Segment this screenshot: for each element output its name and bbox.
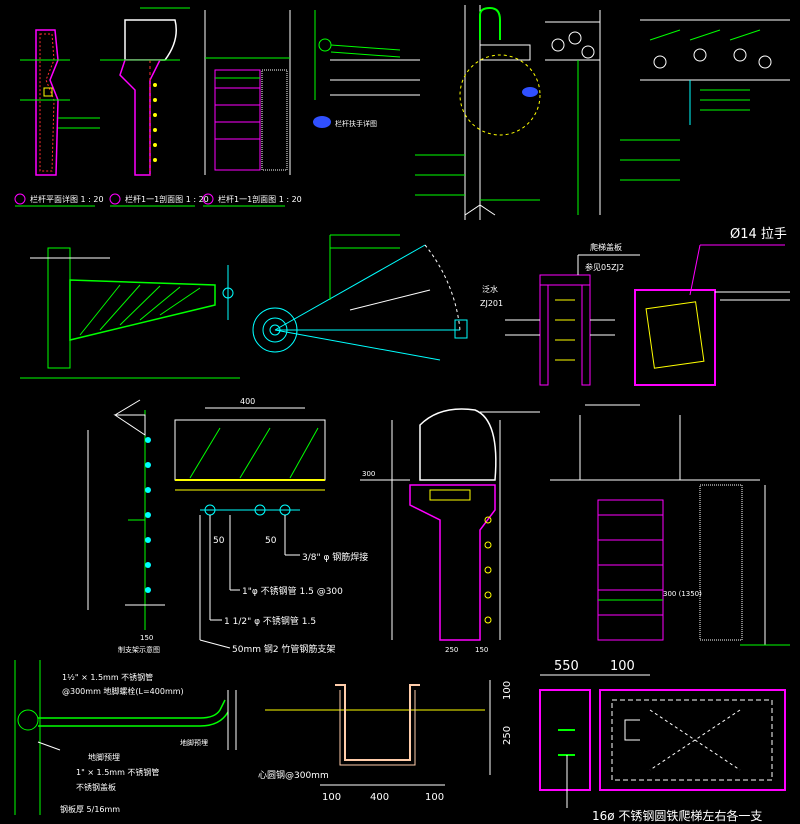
flashing-label: 泛水 [482, 284, 498, 294]
balcony-title: 栏杆扶手详图 [335, 119, 377, 128]
railing-section-detail-3 [204, 10, 291, 175]
title-detail-2: 栏杆1一1剖面图 1 : 20 [125, 194, 209, 204]
dim-100-b2: 100 [425, 792, 444, 803]
railing-plan-top-right [545, 10, 790, 215]
dim-50-a: 50 [213, 536, 225, 546]
railing-section-detail-2 [100, 7, 190, 176]
dim-300: 300 [362, 470, 375, 478]
wall-label: 地脚预埋 [180, 738, 208, 747]
swivel-ladder-detail [252, 234, 468, 361]
dim-250-v: 250 [502, 726, 513, 745]
dim-100-top: 100 [610, 659, 635, 674]
dim-250: 250 [445, 646, 458, 654]
railing-elevation-right: 300 (1350) [550, 404, 790, 646]
dim-550: 550 [554, 659, 579, 674]
cantilever-bracket-detail [20, 247, 240, 379]
anchor-label-3: 不锈钢盖板 [76, 782, 116, 792]
pitch-note: 心圆钢@300mm [258, 769, 329, 781]
dim-100-b1: 100 [322, 792, 341, 803]
railing-section-large: 300 250 150 [360, 408, 540, 654]
row1-titles: 栏杆平面详图 1 : 20 栏杆1一1剖面图 1 : 20 栏杆1一1剖面图 1… [14, 193, 302, 207]
note-1in: 1"φ 不锈钢管 1.5 @300 [242, 585, 343, 597]
anchor-label-1: 地脚预埋 [88, 752, 120, 762]
pipe-anchor-detail: 1½" × 1.5mm 不锈钢管 @300mm 地脚螺栓(L=400mm) 地脚… [14, 660, 237, 815]
dim-100-v: 100 [502, 681, 513, 700]
pitch-label: @300mm 地脚螺栓(L=400mm) [62, 686, 184, 696]
phi14-title: Ø14 拉手 [730, 227, 787, 242]
phi14-handle-detail: Ø14 拉手 [634, 227, 790, 386]
bracket-title: 制支架示意图 [118, 645, 160, 654]
ladder-note: 16ø 不锈钢圆铁爬梯左右各一支 [592, 808, 762, 823]
dim-400-b: 400 [370, 792, 389, 803]
stair-section-rebar: 400 50 50 3/8" φ 钢筋焊接 1"φ 不锈钢管 1.5 @300 … [174, 397, 368, 655]
dim-150-b: 150 [475, 646, 488, 654]
title-detail-1: 栏杆平面详图 1 : 20 [30, 194, 104, 204]
band-label: 300 (1350) [663, 590, 702, 598]
balcony-handrail-detail: 栏杆扶手详图 [313, 10, 420, 128]
dim-150-a: 150 [140, 634, 153, 642]
dim-400: 400 [240, 397, 255, 406]
bracket-elevation: 150 制支架示意图 [87, 399, 165, 654]
ladder-cover-label: 爬梯盖板 [590, 242, 622, 252]
anchor-label-4: 钢板厚 5/16mm [60, 804, 120, 814]
note-1-1-2: 1 1/2" φ 不锈钢管 1.5 [224, 615, 316, 627]
dim-50-b: 50 [265, 536, 277, 546]
railing-plan-detail-1 [20, 29, 100, 176]
ladder-hatch-plan: 550 100 16ø 不锈钢圆铁爬梯左右各一支 [539, 659, 786, 823]
note-50mm: 50mm 钢2 竹管钢筋支架 [232, 643, 335, 655]
column-pipe-section [415, 5, 541, 220]
anchor-label-2: 1" × 1.5mm 不锈钢管 [76, 767, 159, 777]
note-3-8: 3/8" φ 钢筋焊接 [302, 551, 368, 563]
ref-label: 参见05ZJ2 [585, 262, 624, 272]
title-detail-3: 栏杆1一1剖面图 1 : 20 [218, 194, 302, 204]
flashing-code: ZJ201 [480, 299, 503, 308]
ladder-opening-section: 爬梯盖板 参见05ZJ2 泛水 ZJ201 [480, 242, 640, 386]
ladder-rung-u: 100 250 100 400 100 心圆钢@300mm [258, 680, 513, 803]
pipe-label: 1½" × 1.5mm 不锈钢管 [62, 672, 153, 682]
